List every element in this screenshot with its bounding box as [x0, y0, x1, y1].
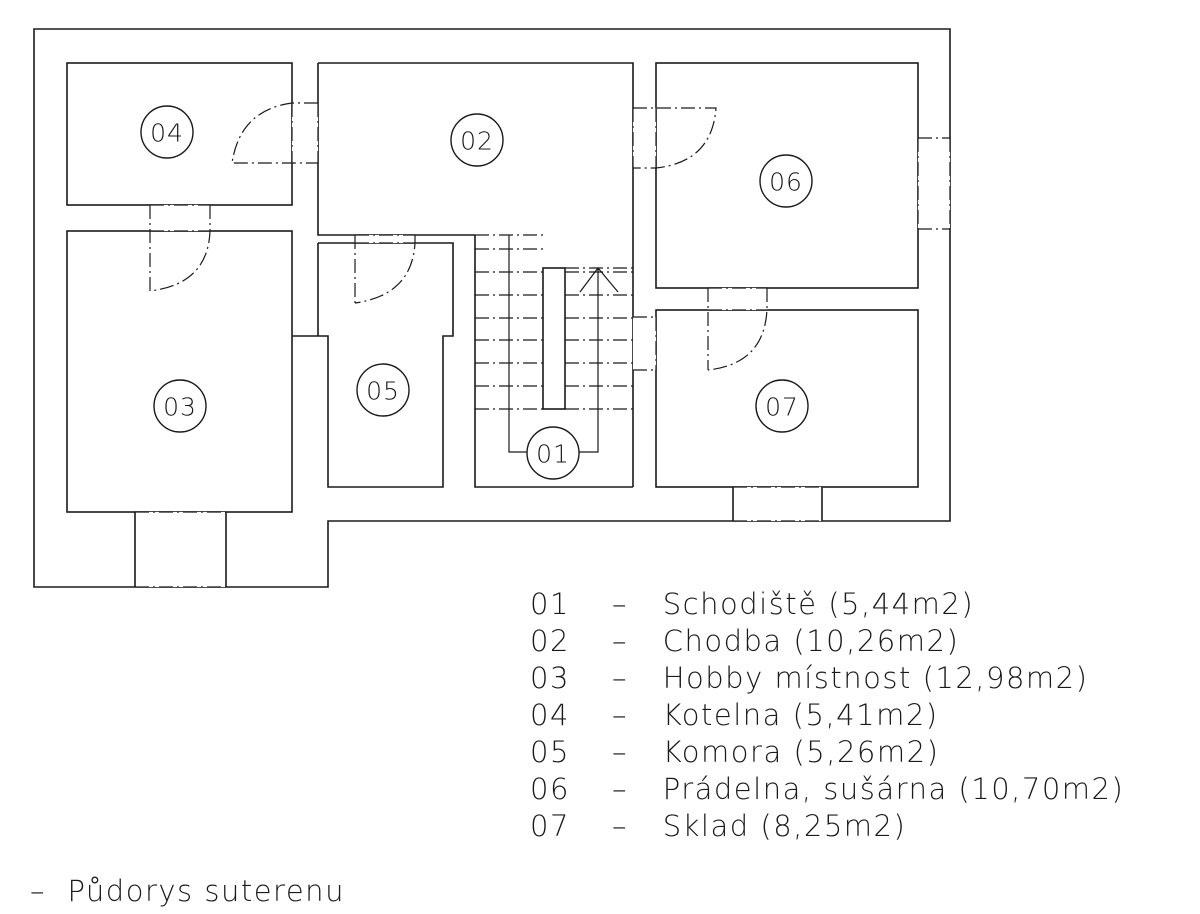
outer-wall [33, 28, 951, 588]
legend-row: 04– Kotelna (5,41m2) [530, 698, 939, 732]
svg-text:03: 03 [163, 393, 197, 422]
legend-row: 06– Prádelna, sušárna (10,70m2) [530, 772, 1125, 806]
svg-text:05: 05 [366, 377, 400, 406]
room-tag-04: 04 [140, 105, 194, 159]
legend-row: 07– Sklad (8,25m2) [530, 809, 907, 843]
door-06-07 [707, 287, 768, 371]
legend-row: 03– Hobby místnost (12,98m2) [530, 661, 1089, 695]
svg-text:01: 01 [536, 440, 570, 469]
door-02-04 [231, 102, 319, 164]
svg-text:02: 02 [460, 127, 494, 156]
window-room-03 [134, 511, 227, 588]
room-legend: 01– Schodiště (5,44m2) 02– Chodba (10,26… [530, 586, 1124, 845]
door-02-06 [632, 107, 717, 169]
legend-row: 05– Komora (5,26m2) [530, 735, 940, 769]
svg-text:07: 07 [765, 393, 799, 422]
window-room-07 [732, 486, 823, 522]
opening-01-07 [633, 316, 657, 371]
door-02-05 [354, 234, 416, 304]
door-04-03 [149, 204, 211, 292]
window-room-06 [917, 137, 951, 230]
room-tag-03: 03 [153, 379, 207, 433]
room-tag-05: 05 [356, 363, 410, 417]
room-05-outline [292, 242, 454, 488]
room-03-outline [66, 230, 293, 513]
staircase [475, 234, 633, 453]
room-tag-02: 02 [450, 113, 504, 167]
room-tag-07: 07 [755, 379, 809, 433]
plan-title: – Půdorys suterenu [30, 874, 345, 908]
legend-row: 02– Chodba (10,26m2) [530, 624, 960, 658]
legend-row: 01– Schodiště (5,44m2) [530, 587, 975, 621]
room-01-outline [474, 235, 633, 488]
room-tag-06: 06 [759, 154, 813, 208]
svg-text:06: 06 [769, 168, 803, 197]
room-tag-01: 01 [526, 426, 580, 480]
svg-text:04: 04 [150, 119, 184, 148]
stair-direction-arrow [579, 267, 619, 293]
